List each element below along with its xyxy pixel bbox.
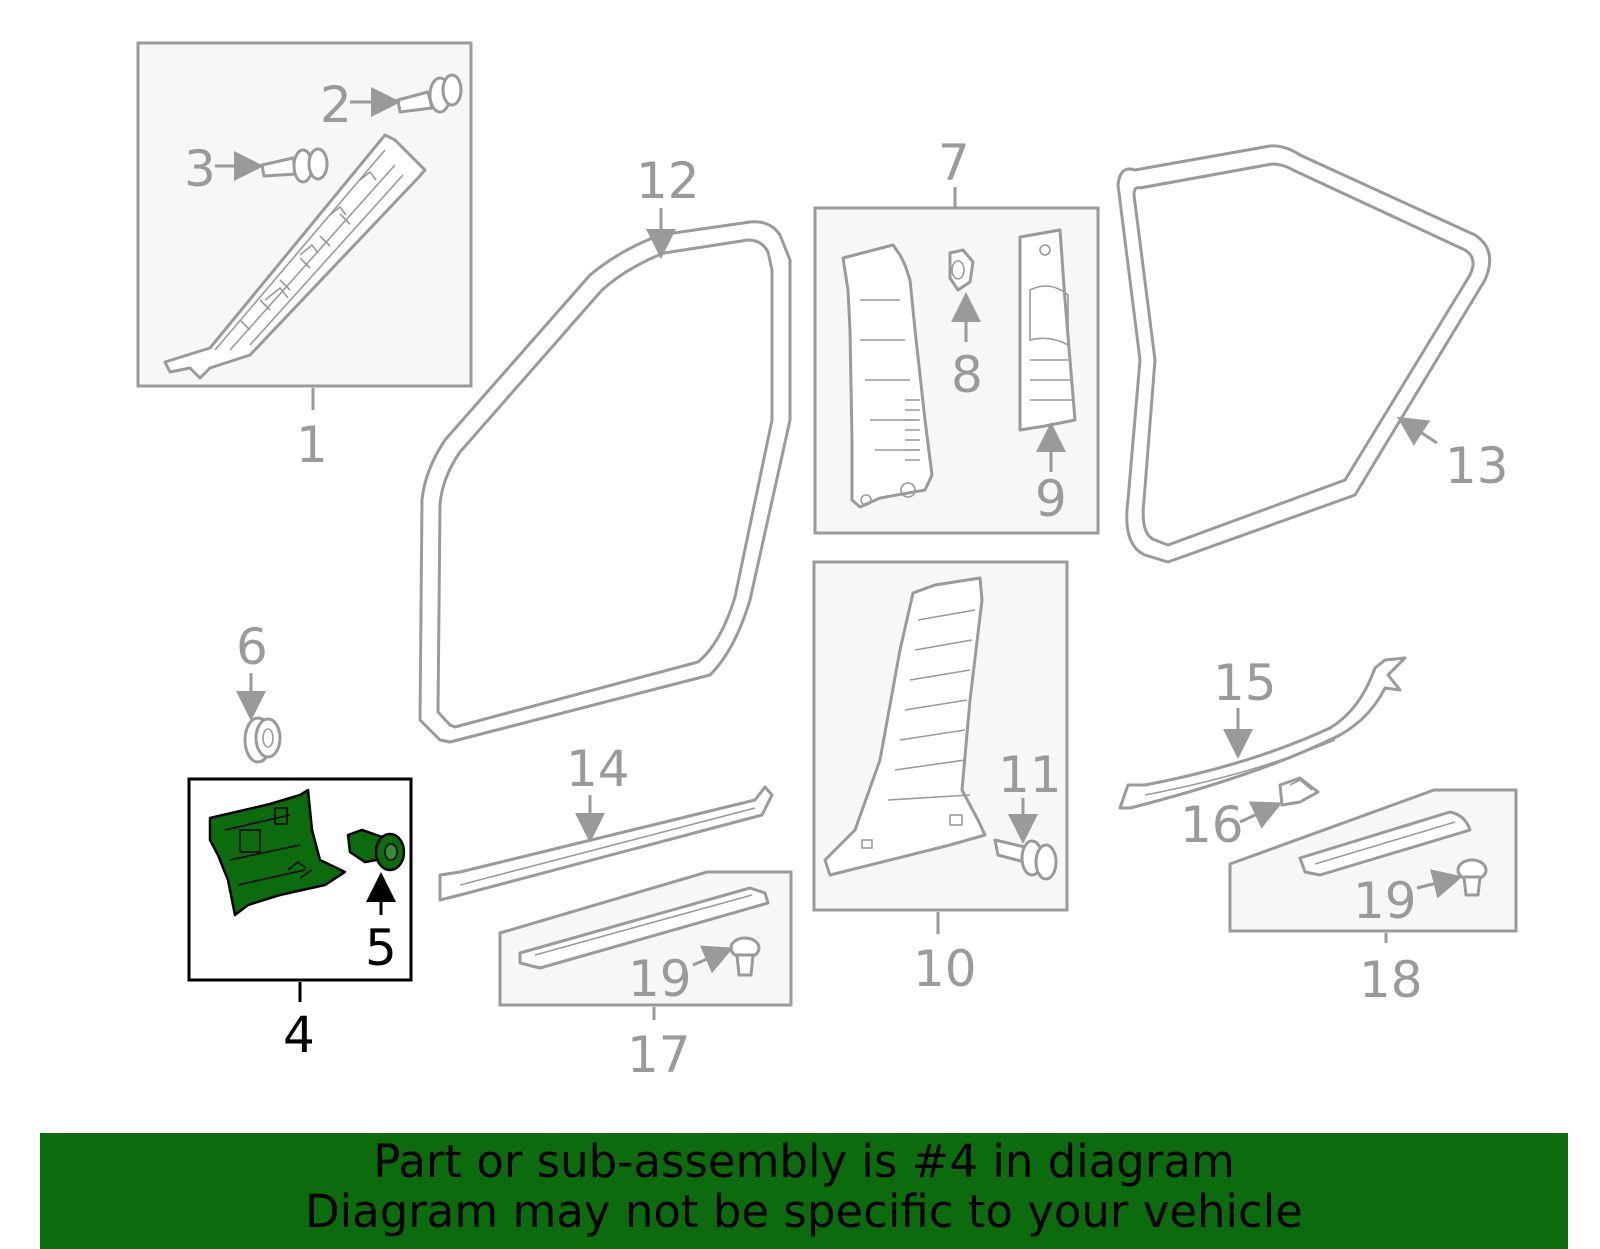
part-5-clip [346,828,406,872]
callout-14: 14 [566,740,630,798]
part-16-clip: 16 [1180,776,1320,854]
part-8-clip [948,248,975,292]
callout-7: 7 [938,134,970,192]
part-2-clip [396,73,463,114]
part-7-center-pillar-upper-box: 7 8 9 [813,134,1100,535]
part-9-cover [1018,228,1077,432]
part-17-front-door-scuff-box: 19 17 [498,870,793,1084]
parts-diagram: 1 2 3 12 7 [136,41,1518,1084]
callout-12: 12 [636,152,700,210]
part-18-rear-door-scuff-box: 19 18 [1228,788,1518,1009]
callout-16: 16 [1180,796,1244,854]
callout-18: 18 [1359,951,1423,1009]
callout-6: 6 [236,618,268,676]
part-4-cowl-side-trim-box-highlighted: 5 4 [187,777,413,1064]
banner-line-2: Diagram may not be specific to your vehi… [305,1185,1303,1238]
callout-15: 15 [1213,654,1277,712]
part-3-clip [260,147,329,184]
part-15-rear-scuff-plate: 15 [1118,654,1407,810]
callout-11: 11 [998,746,1062,804]
callout-13: 13 [1445,437,1509,495]
callout-3: 3 [184,140,216,198]
part-1-pillar-garnish-box: 1 2 3 [136,41,473,474]
callout-10: 10 [913,940,977,998]
info-banner: Part or sub-assembly is #4 in diagram Di… [40,1133,1568,1249]
part-13-rear-door-weatherstrip: 13 [1116,144,1509,564]
callout-1: 1 [296,416,328,474]
callout-8: 8 [951,346,983,404]
part-19-clip-left [729,936,761,977]
callout-4: 4 [283,1006,315,1064]
part-6-clip: 6 [236,618,282,764]
callout-2: 2 [320,76,352,134]
callout-19-right: 19 [1353,872,1417,930]
banner-line-1: Part or sub-assembly is #4 in diagram [373,1135,1235,1188]
part-14-front-scuff-plate: 14 [438,740,774,902]
part-10-center-pillar-lower-box: 11 10 [812,560,1069,998]
callout-5: 5 [365,919,397,977]
callout-19-left: 19 [628,950,692,1008]
part-11-clip [993,838,1058,881]
callout-17: 17 [627,1026,691,1084]
callout-9: 9 [1035,470,1067,528]
part-12-front-door-weatherstrip: 12 [418,152,792,744]
